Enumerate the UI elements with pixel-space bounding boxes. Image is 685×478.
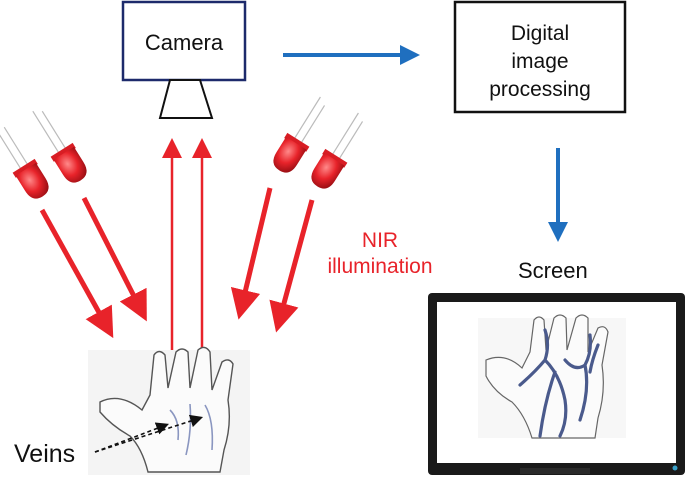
camera-box [121, 0, 247, 82]
red-led-icon [311, 112, 364, 189]
veins-label-text: Veins [14, 440, 76, 468]
screen-label: Screen [518, 258, 588, 284]
hand-illustration [88, 346, 250, 475]
processing-label: Digital image processing [455, 20, 625, 104]
processing-box [453, 0, 627, 114]
processing-label-line-2: image [511, 50, 569, 73]
nir-arrow-left-2 [81, 196, 147, 322]
nir-arrow-right-2 [269, 199, 315, 333]
red-led-icon [32, 110, 87, 183]
screen-hand-illustration [478, 314, 626, 439]
red-led-icon [273, 96, 326, 173]
nir-arrow-right-1 [230, 187, 273, 320]
nir-label-line-1: NIR [361, 229, 399, 252]
processing-label-line-1: Digital [510, 22, 570, 45]
camera-label-text: Camera [144, 30, 224, 55]
veins-pointer-1 [94, 422, 169, 453]
camera-lens-icon [158, 79, 214, 119]
veins-label: Veins [14, 440, 75, 469]
nir-label-line-2: illumination [327, 255, 433, 278]
red-led-icon [0, 126, 49, 199]
nir-illumination-label: NIR illumination [320, 228, 440, 280]
camera-label: Camera [123, 30, 245, 56]
screen-label-text: Screen [518, 258, 588, 283]
processing-label-line-3: processing [489, 78, 591, 101]
nir-arrow-left-1 [39, 208, 114, 339]
veins-pointer-2 [94, 414, 204, 453]
